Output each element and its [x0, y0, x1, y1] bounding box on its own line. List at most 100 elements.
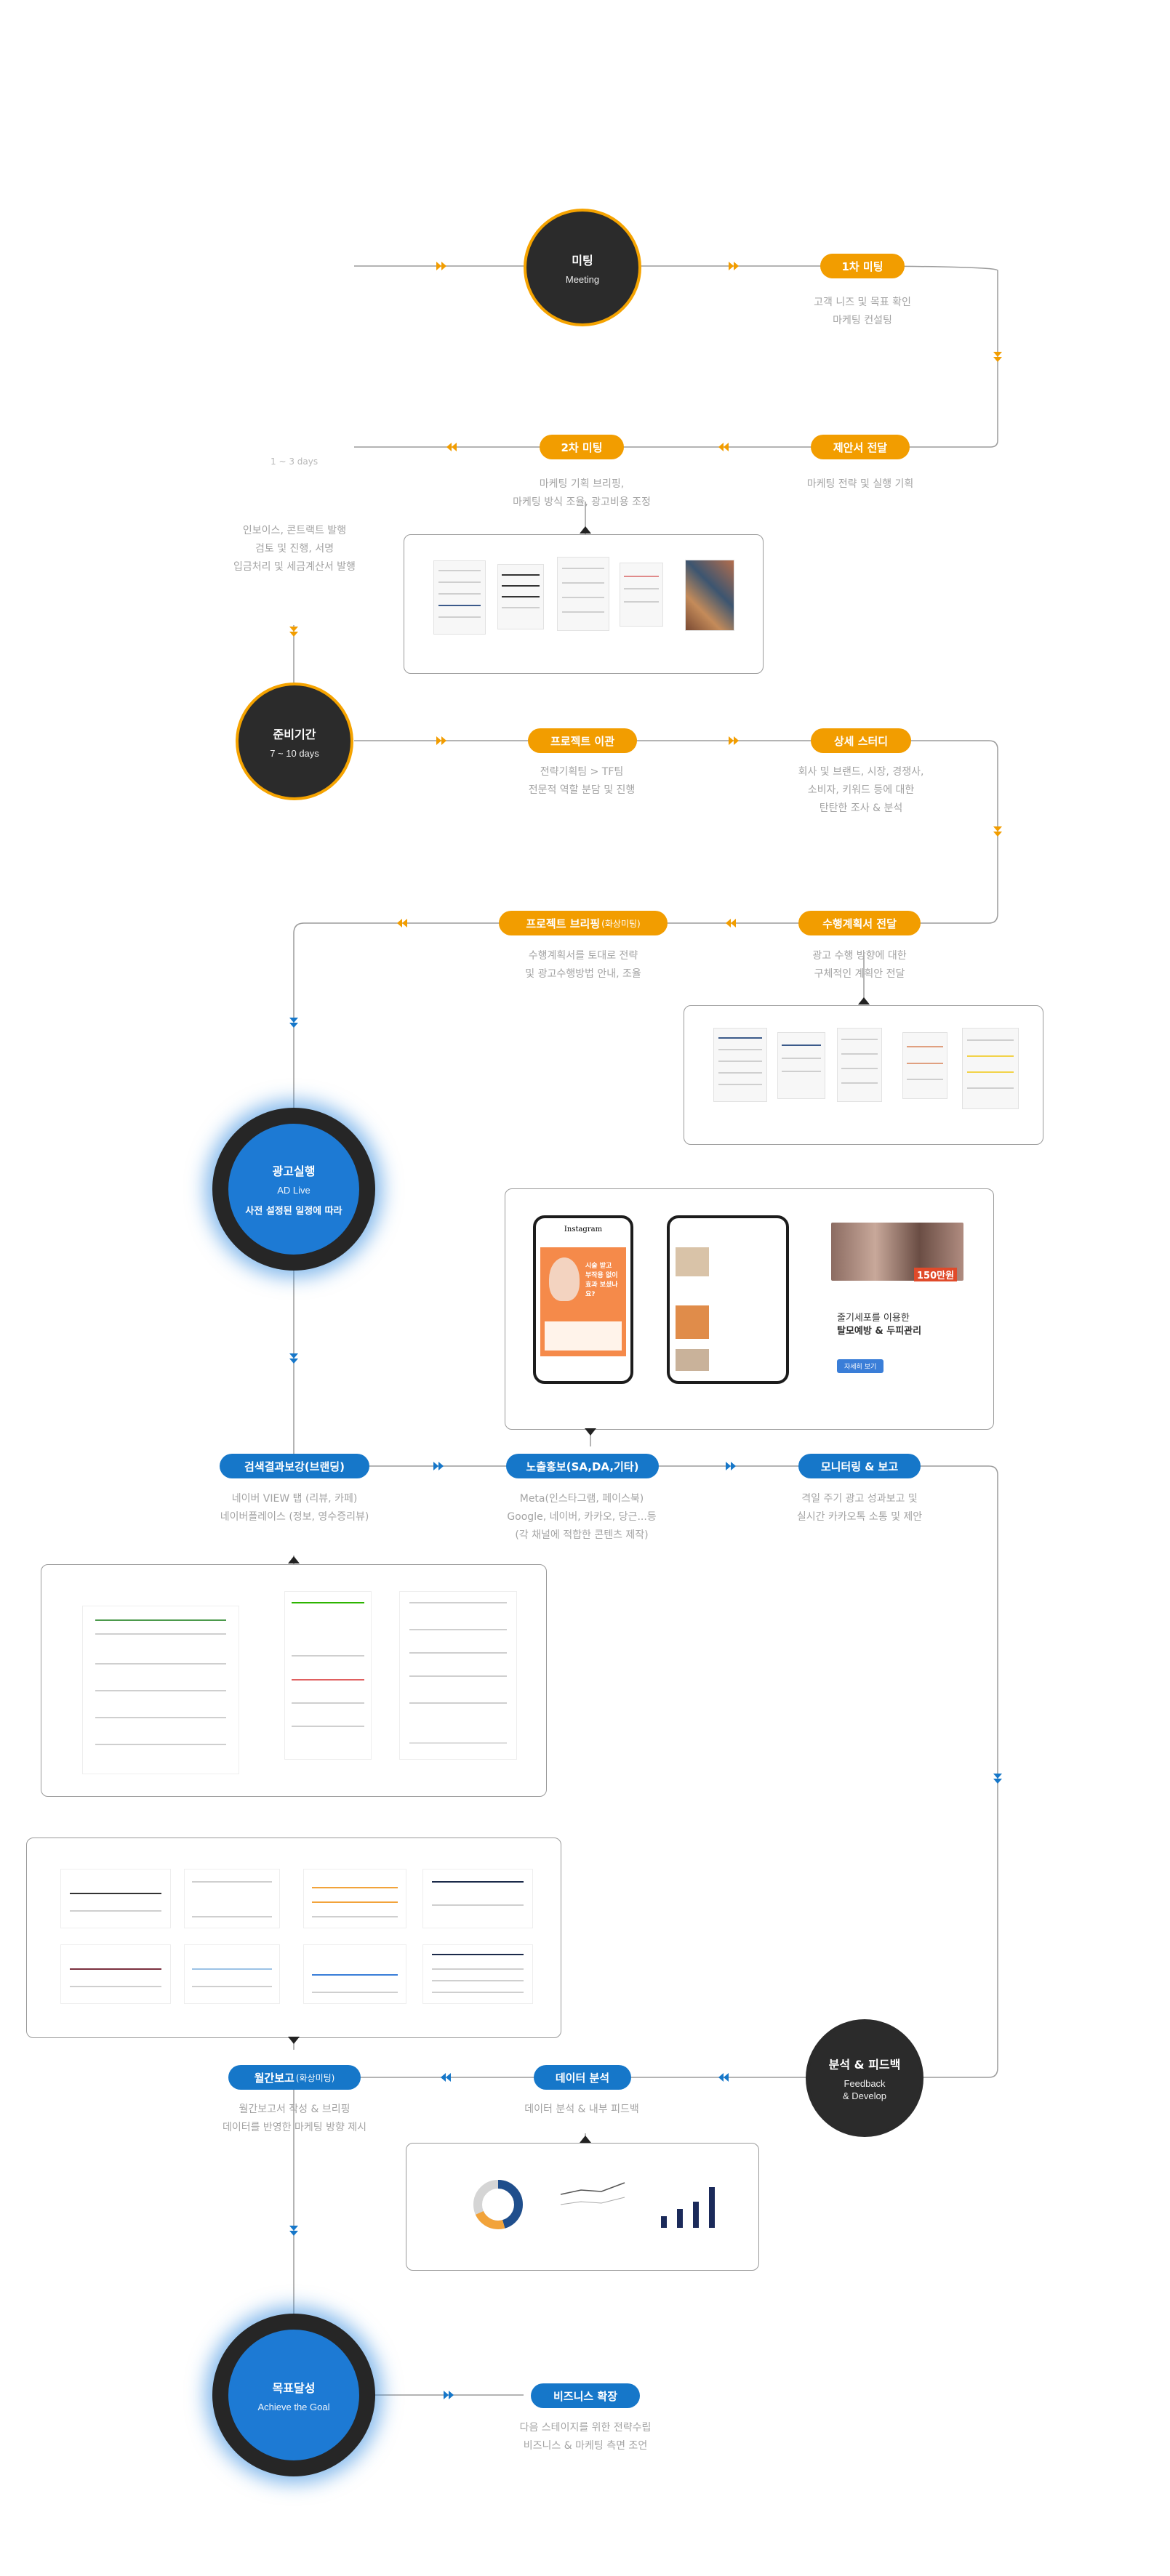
doc-thumbnail — [777, 1032, 825, 1099]
proposal-docs-box — [404, 534, 764, 674]
bar-chart-icon — [661, 2187, 715, 2228]
feedback-title: 분석 & 피드백 — [828, 2058, 901, 2072]
doc-thumbnail — [399, 1591, 517, 1760]
doc-thumbnail — [303, 1944, 406, 2004]
scalp-ad-button: 자세히 보기 — [837, 1359, 884, 1373]
meeting-title: 미팅 — [572, 253, 593, 267]
search-description: 네이버 VIEW 탭 (리뷰, 카페) 네이버플레이스 (정보, 영수증리뷰) — [220, 1493, 369, 1523]
goal-subtitle: Achieve the Goal — [257, 2401, 330, 2412]
ad-headline: 시술 받고 부작용 없이 효과 보셨나요? — [585, 1263, 618, 1298]
proposal-description: 마케팅 전략 및 실행 기획 — [806, 478, 914, 490]
goal-circle: 목표달성 Achieve the Goal — [212, 2314, 375, 2476]
scalp-ad-title: 줄기세포를 이용한 — [837, 1313, 910, 1324]
ad-live-title: 광고실행 — [272, 1164, 316, 1178]
pill-study: 상세 스터디 — [811, 728, 911, 753]
pill-second-meeting: 2차 미팅 — [540, 435, 624, 459]
ad-creatives-box: Instagram 시술 받고 부작용 없이 효과 보셨나요? 150만원 줄기… — [505, 1188, 994, 1430]
naver-phone-mockup — [667, 1215, 789, 1384]
doc-thumbnail — [497, 564, 544, 629]
doc-thumbnail — [422, 1869, 533, 1928]
doc-thumbnail — [713, 1028, 767, 1102]
box3-pointer — [585, 1428, 596, 1436]
pill-proposal: 제안서 전달 — [811, 435, 910, 459]
pill-transfer: 프로젝트 이관 — [528, 728, 637, 753]
monitoring-description: 격일 주기 광고 성과보고 및 실시간 카카오톡 소통 및 제안 — [796, 1493, 923, 1523]
analysis-charts-box — [406, 2143, 759, 2271]
doc-thumbnail — [620, 563, 663, 627]
analysis-mini-charts — [473, 2180, 715, 2229]
instagram-app-name: Instagram — [564, 1225, 603, 1233]
line-chart-icon — [560, 2182, 625, 2205]
donut-chart-icon — [473, 2180, 523, 2229]
briefing-note: (화상미팅) — [601, 918, 641, 929]
ad-person-icon — [549, 1257, 580, 1301]
ad-live-subtitle: AD Live — [277, 1185, 310, 1196]
plan-description: 광고 수행 방향에 대한 구체적인 계획안 전달 — [812, 950, 907, 980]
doc-thumbnail — [433, 560, 486, 635]
pill-monitoring: 모니터링 & 보고 — [798, 1454, 921, 1478]
doc-thumbnail — [837, 1028, 882, 1102]
scalp-ad-price: 150만원 — [914, 1268, 958, 1281]
monthly-note: (화상미팅) — [295, 2072, 335, 2083]
box2-pointer — [858, 997, 870, 1005]
pill-first-meeting: 1차 미팅 — [820, 254, 905, 278]
briefing-description: 수행계획서를 토대로 전략 및 광고수행방법 안내, 조율 — [525, 950, 641, 980]
meeting-subtitle: Meeting — [565, 273, 600, 285]
doc-thumbnail — [60, 1944, 171, 2004]
first-meeting-description: 고객 니즈 및 목표 확인 마케팅 컨설팅 — [814, 297, 911, 326]
pill-search: 검색결과보강(브랜딩) — [220, 1454, 369, 1478]
monthly-description: 월간보고서 작성 & 브리핑 데이터를 반영한 마케팅 방향 제시 — [222, 2104, 367, 2133]
doc-thumbnail — [184, 1869, 280, 1928]
search-result-row — [676, 1305, 709, 1339]
days-label: 1 ~ 3 days — [271, 456, 318, 467]
pill-plan: 수행계획서 전달 — [798, 911, 921, 935]
contract-description: 인보이스, 콘트랙트 발행 검토 및 진행, 서명 입금처리 및 세금계산서 발… — [233, 525, 356, 573]
feedback-subtitle: Feedback — [844, 2078, 886, 2089]
ad-visual: 시술 받고 부작용 없이 효과 보셨나요? — [540, 1247, 626, 1356]
plan-docs-box — [684, 1005, 1043, 1145]
doc-thumbnail — [962, 1028, 1019, 1109]
doc-thumbnail — [60, 1869, 171, 1928]
doc-thumbnail — [82, 1606, 239, 1774]
briefing-label: 프로젝트 브리핑 — [526, 917, 601, 930]
second-meeting-description: 마케팅 기획 브리핑, 마케팅 방식 조율, 광고비용 조정 — [513, 478, 651, 508]
box5-pointer — [288, 2037, 300, 2044]
doc-thumbnail — [557, 557, 609, 631]
doc-thumbnail — [303, 1869, 406, 1928]
feedback-circle: 분석 & 피드백 Feedback & Develop — [806, 2019, 923, 2137]
scalp-ad-title-2: 탈모예방 & 두피관리 — [837, 1326, 922, 1337]
ad-price-list — [545, 1321, 622, 1351]
search-results-box — [41, 1564, 547, 1797]
prep-circle: 준비기간 7 ~ 10 days — [236, 683, 353, 800]
study-description: 회사 및 브랜드, 시장, 경쟁사, 소비자, 키워드 등에 대한 탄탄한 조사… — [798, 766, 924, 814]
doc-thumbnail — [422, 1944, 533, 2004]
ad-live-note: 사전 설정된 일정에 따라 — [245, 1206, 342, 1217]
box4-pointer — [288, 1556, 300, 1563]
prep-title: 준비기간 — [273, 727, 316, 741]
expansion-description: 다음 스테이지를 위한 전략수립 비즈니스 & 마케팅 측면 조언 — [519, 2422, 652, 2452]
doc-thumbnail — [284, 1591, 372, 1760]
box6-pointer — [580, 2136, 591, 2143]
box1-pointer — [580, 526, 591, 534]
doc-thumbnail — [184, 1944, 280, 2004]
prep-subtitle: 7 ~ 10 days — [270, 747, 319, 759]
meeting-circle: 미팅 Meeting — [524, 209, 641, 326]
goal-title: 목표달성 — [272, 2380, 316, 2395]
search-result-row — [676, 1349, 709, 1371]
search-result-row — [676, 1247, 709, 1276]
pill-briefing: 프로젝트 브리핑(화상미팅) — [499, 911, 668, 935]
doc-thumbnail — [685, 560, 734, 631]
monthly-label: 월간보고 — [254, 2071, 294, 2085]
exposure-description: Meta(인스타그램, 페이스북) Google, 네이버, 카카오, 당근..… — [507, 1493, 657, 1541]
pill-monthly: 월간보고(화상미팅) — [228, 2065, 361, 2090]
doc-thumbnail — [902, 1032, 947, 1099]
analysis-description: 데이터 분석 & 내부 피드백 — [524, 2104, 639, 2115]
transfer-description: 전략기획팀 > TF팀 전문적 역할 분담 및 진행 — [528, 766, 636, 796]
pill-analysis: 데이터 분석 — [534, 2065, 631, 2090]
feedback-subtitle-2: & Develop — [843, 2090, 886, 2101]
report-screenshots-box — [26, 1838, 561, 2038]
instagram-phone-mockup: Instagram 시술 받고 부작용 없이 효과 보셨나요? — [533, 1215, 633, 1384]
ad-live-circle: 광고실행 AD Live 사전 설정된 일정에 따라 — [212, 1108, 375, 1271]
pill-exposure: 노출홍보(SA,DA,기타) — [506, 1454, 659, 1478]
pill-expansion: 비즈니스 확장 — [531, 2383, 640, 2408]
